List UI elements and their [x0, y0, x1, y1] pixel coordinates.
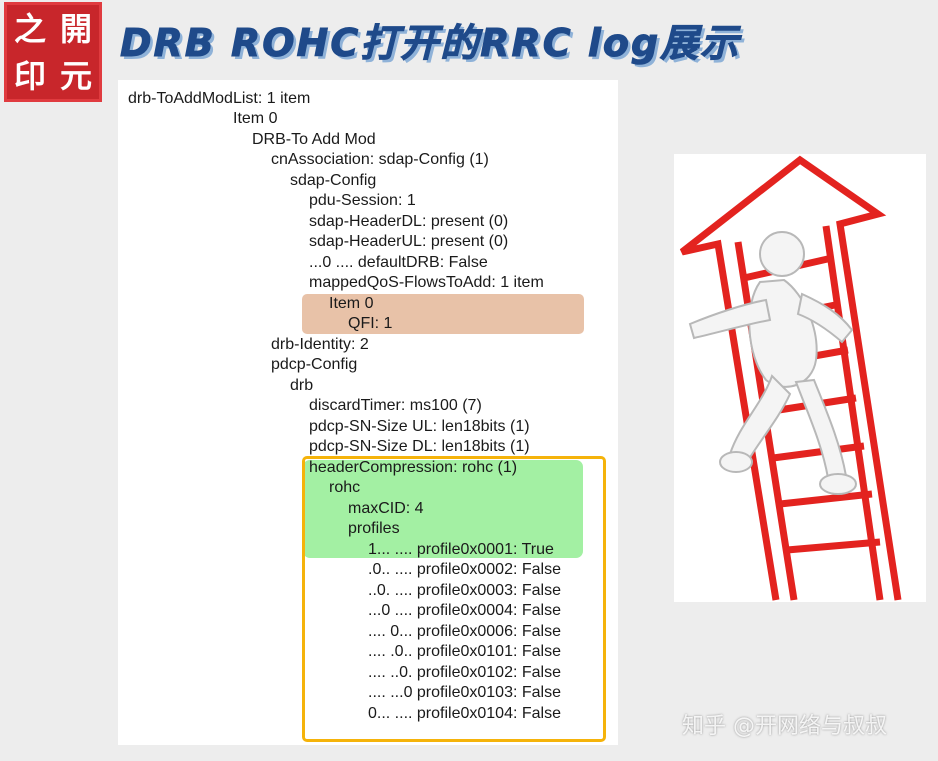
rohc-highlight [303, 460, 583, 558]
log-line: QFI: 1 [348, 315, 393, 332]
logo-char: 印 [13, 56, 46, 95]
log-line: .... .0.. profile0x0101: False [368, 643, 561, 660]
logo-char: 之 [13, 9, 46, 48]
logo-stamp: 之 開 印 元 [4, 2, 102, 102]
slide-title-text: DRB ROHC打开的RRC log展示 [119, 20, 741, 65]
log-line: sdap-Config [290, 172, 377, 189]
rrc-log-panel [118, 80, 618, 745]
log-line: 1... .... profile0x0001: True [368, 541, 554, 558]
log-line: headerCompression: rohc (1) [309, 459, 518, 476]
log-line: .... 0... profile0x0006: False [368, 623, 561, 640]
log-line: pdcp-SN-Size DL: len18bits (1) [309, 438, 530, 455]
log-line: cnAssociation: sdap-Config (1) [271, 151, 489, 168]
log-line: .0.. .... profile0x0002: False [368, 561, 561, 578]
log-line: drb-ToAddModList: 1 item [128, 90, 311, 107]
log-line: ...0 .... defaultDRB: False [309, 254, 488, 271]
log-line: mappedQoS-FlowsToAdd: 1 item [309, 274, 544, 291]
ladder-illustration [674, 154, 926, 602]
log-line: sdap-HeaderUL: present (0) [309, 233, 509, 250]
climbing-figure [688, 231, 857, 495]
logo-char: 開 [59, 9, 92, 48]
log-line: sdap-HeaderDL: present (0) [309, 213, 509, 230]
log-line: Item 0 [329, 295, 374, 312]
log-line: discardTimer: ms100 (7) [309, 397, 482, 414]
header-compression-frame [302, 456, 606, 742]
log-line: pdcp-SN-Size UL: len18bits (1) [309, 418, 530, 435]
slide-title: DRB ROHC打开的RRC log展示 [119, 4, 930, 74]
log-line: Item 0 [233, 110, 278, 127]
qos-flow-highlight [302, 294, 584, 334]
log-line: DRB-To Add Mod [252, 131, 376, 148]
log-line: maxCID: 4 [348, 500, 424, 517]
log-line: pdcp-Config [271, 356, 358, 373]
log-line: .... ...0 profile0x0103: False [368, 684, 561, 701]
log-line: pdu-Session: 1 [309, 192, 416, 209]
log-line: profiles [348, 520, 400, 537]
logo-char: 元 [59, 56, 92, 95]
log-line: .... ..0. profile0x0102: False [368, 664, 561, 681]
log-line: 0... .... profile0x0104: False [368, 705, 561, 722]
log-line: ...0 .... profile0x0004: False [368, 602, 561, 619]
log-line: drb-Identity: 2 [271, 336, 369, 353]
ladder-figure-svg [679, 155, 902, 601]
log-line: drb [290, 377, 314, 394]
watermark: 知乎 @开网络与叔叔 [682, 714, 887, 739]
log-line: ..0. .... profile0x0003: False [368, 582, 561, 599]
log-line: rohc [329, 479, 361, 496]
